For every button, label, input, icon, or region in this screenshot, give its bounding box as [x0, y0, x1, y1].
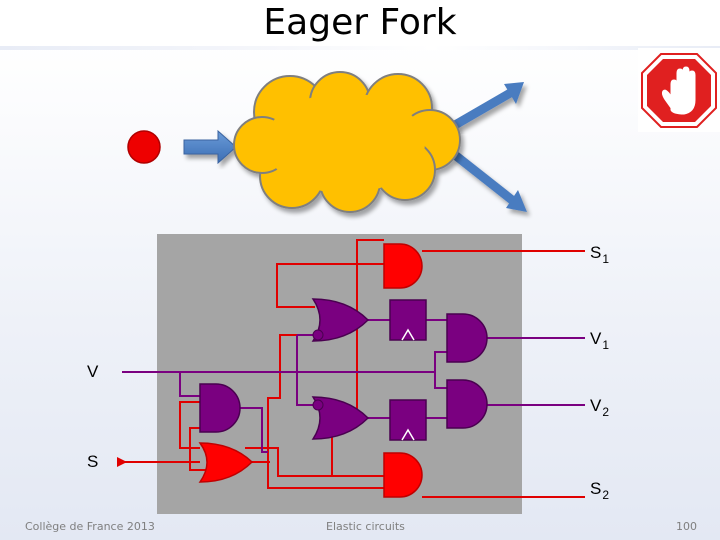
input-arrow: [183, 129, 237, 165]
stop-hand-icon: [638, 48, 720, 132]
and-gate-stop-top: [383, 243, 423, 289]
label-s2: S2: [590, 479, 609, 502]
output-arrow-down: [452, 151, 527, 212]
valid-wires: [122, 319, 585, 453]
and-gate-valid-input: [199, 383, 241, 433]
and-gate-valid-v2: [446, 379, 488, 429]
footer-page-number: 100: [676, 520, 697, 533]
slide-title: Eager Fork: [263, 2, 457, 43]
footer-institution: Collège de France 2013: [25, 520, 155, 533]
and-gate-valid-v1: [446, 313, 488, 363]
inverter-bubble-bottom: [312, 399, 324, 411]
flip-flop-bottom: [389, 399, 427, 441]
token-dot: [127, 130, 161, 164]
inverter-bubble-top: [312, 329, 324, 341]
cloud-shape: [233, 71, 461, 213]
or-gate-valid-top: [311, 298, 370, 342]
label-v1: V1: [590, 329, 609, 352]
label-v2: V2: [590, 396, 609, 419]
footer-topic: Elastic circuits: [326, 520, 405, 533]
output-arrow-up: [452, 82, 524, 129]
label-v: V: [87, 362, 99, 381]
or-gate-valid-bottom: [311, 396, 370, 440]
label-s1: S1: [590, 243, 609, 266]
or-gate-stop: [198, 442, 254, 483]
label-s: S: [87, 452, 98, 471]
title-divider: [0, 46, 720, 50]
flip-flop-top: [389, 299, 427, 341]
and-gate-stop-bottom: [383, 452, 423, 498]
